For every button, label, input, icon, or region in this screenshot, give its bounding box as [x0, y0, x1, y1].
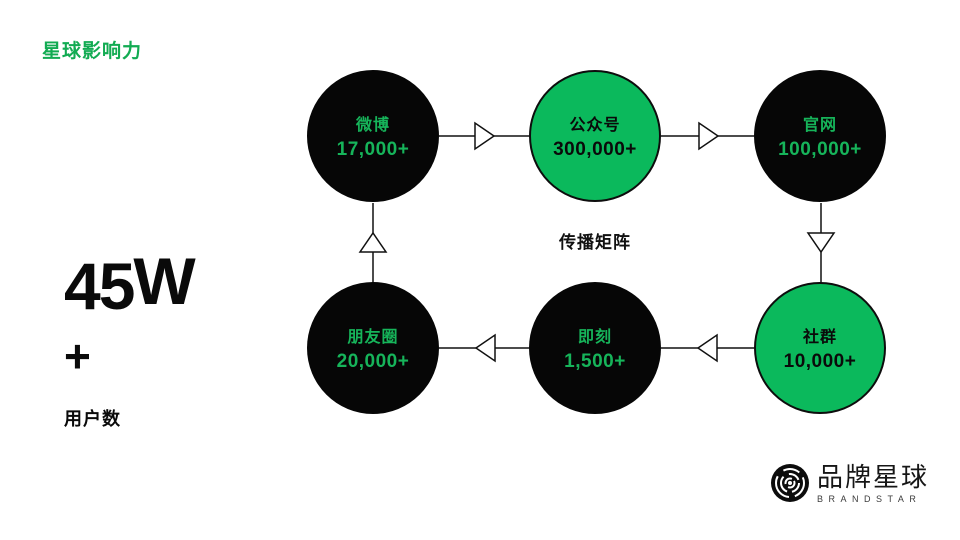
brandstar-logo: 品牌星球 BRANDSTAR — [770, 463, 929, 504]
node-label: 官网 — [802, 117, 837, 134]
logo-name: 品牌星球 — [817, 462, 930, 492]
node-value: 17,000+ — [336, 139, 410, 160]
page-title: 星球影响力 — [42, 41, 143, 62]
node-value: 10,000+ — [783, 351, 857, 372]
node-value: 100,000+ — [778, 139, 862, 160]
node-gongzhonghao: 公众号 300,000+ — [529, 70, 661, 202]
user-count-stat: 45W + 用户数 — [64, 248, 196, 431]
stat-caption: 用户数 — [64, 409, 121, 429]
arrow-gongzhonghao-to-guanwang-icon — [661, 121, 754, 151]
node-label: 朋友圈 — [347, 329, 399, 346]
matrix-center-label: 传播矩阵 — [559, 233, 631, 252]
node-pengyouquan: 朋友圈 20,000+ — [307, 282, 439, 414]
arrow-jike-to-pengyouquan-icon — [439, 333, 529, 363]
node-label: 社群 — [802, 329, 837, 346]
stat-unit: W — [133, 244, 195, 318]
arrow-shequn-to-jike-icon — [661, 333, 754, 363]
node-label: 公众号 — [569, 117, 621, 134]
logo-subtitle: BRANDSTAR — [817, 493, 922, 504]
arrow-guanwang-to-shequn-icon — [806, 203, 836, 283]
stat-value: 45W — [64, 248, 196, 319]
node-value: 20,000+ — [336, 351, 410, 372]
brandstar-logo-icon — [771, 464, 809, 502]
node-weibo: 微博 17,000+ — [307, 70, 439, 202]
node-value: 1,500+ — [564, 351, 626, 372]
arrow-weibo-to-gongzhonghao-icon — [439, 121, 529, 151]
node-guanwang: 官网 100,000+ — [754, 70, 886, 202]
stat-number: 45 — [64, 249, 135, 323]
stat-plus: + — [64, 330, 91, 382]
node-label: 微博 — [355, 117, 390, 134]
node-label: 即刻 — [577, 329, 612, 346]
arrow-pengyouquan-to-weibo-icon — [358, 203, 388, 283]
node-shequn: 社群 10,000+ — [754, 282, 886, 414]
node-jike: 即刻 1,500+ — [529, 282, 661, 414]
brandstar-logo-text: 品牌星球 BRANDSTAR — [817, 463, 929, 504]
node-value: 300,000+ — [553, 139, 637, 160]
